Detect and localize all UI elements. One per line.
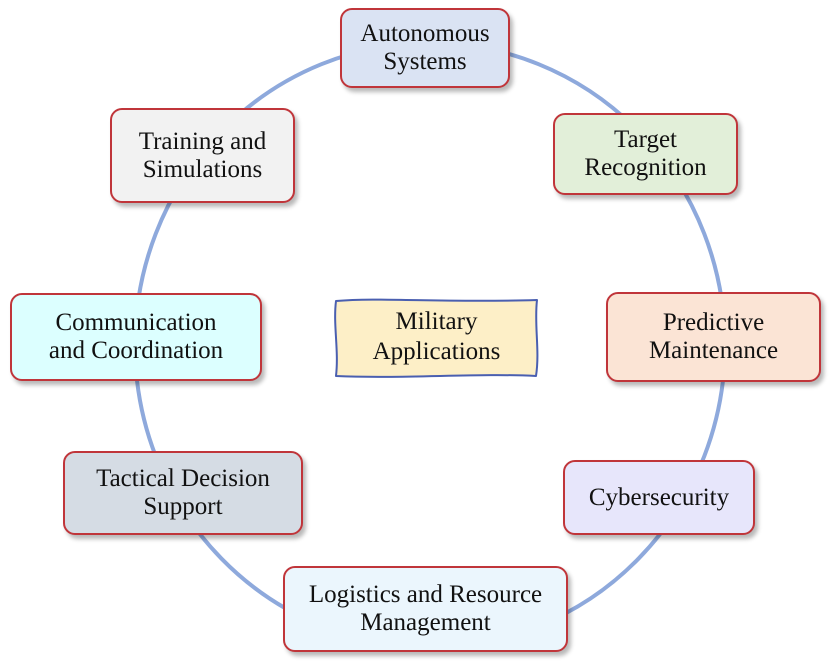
node-label-line1: Communication xyxy=(55,309,217,336)
node-label-line1: Target xyxy=(613,126,678,153)
node-label-line1: Logistics and Resource xyxy=(308,581,543,608)
node-label-line2: and Coordination xyxy=(48,337,224,364)
node-label-line1: Cybersecurity xyxy=(588,483,730,511)
node-label-line1: Tactical Decision xyxy=(96,465,270,492)
node-label-line2: Systems xyxy=(383,48,467,75)
node-label-line2: Simulations xyxy=(142,155,263,183)
center-label: Military Applications xyxy=(334,298,539,376)
node-tactical-decision-support: Tactical Decision Support xyxy=(63,451,303,535)
node-label-line1: Predictive xyxy=(662,309,765,336)
node-label-line2: Maintenance xyxy=(648,337,779,364)
node-training-simulations: Training and Simulations xyxy=(110,108,295,203)
center-label-line2: Applications xyxy=(372,338,501,365)
node-predictive-maintenance: Predictive Maintenance xyxy=(606,292,821,382)
node-label-line2: Management xyxy=(360,609,491,636)
node-label-line1: Training and xyxy=(138,127,267,155)
node-label-line2: Recognition xyxy=(584,154,707,181)
node-communication-coordination: Communication and Coordination xyxy=(10,293,262,381)
center-label-line1: Military xyxy=(395,308,478,335)
node-logistics-resource-management: Logistics and Resource Management xyxy=(283,566,568,652)
node-target-recognition: Target Recognition xyxy=(553,113,738,195)
node-label-line1: Autonomous xyxy=(360,20,490,47)
center-sketch-frame xyxy=(334,298,539,378)
node-cybersecurity: Cybersecurity xyxy=(563,460,755,535)
node-label-line2: Support xyxy=(143,493,223,520)
node-autonomous-systems: Autonomous Systems xyxy=(340,8,510,88)
